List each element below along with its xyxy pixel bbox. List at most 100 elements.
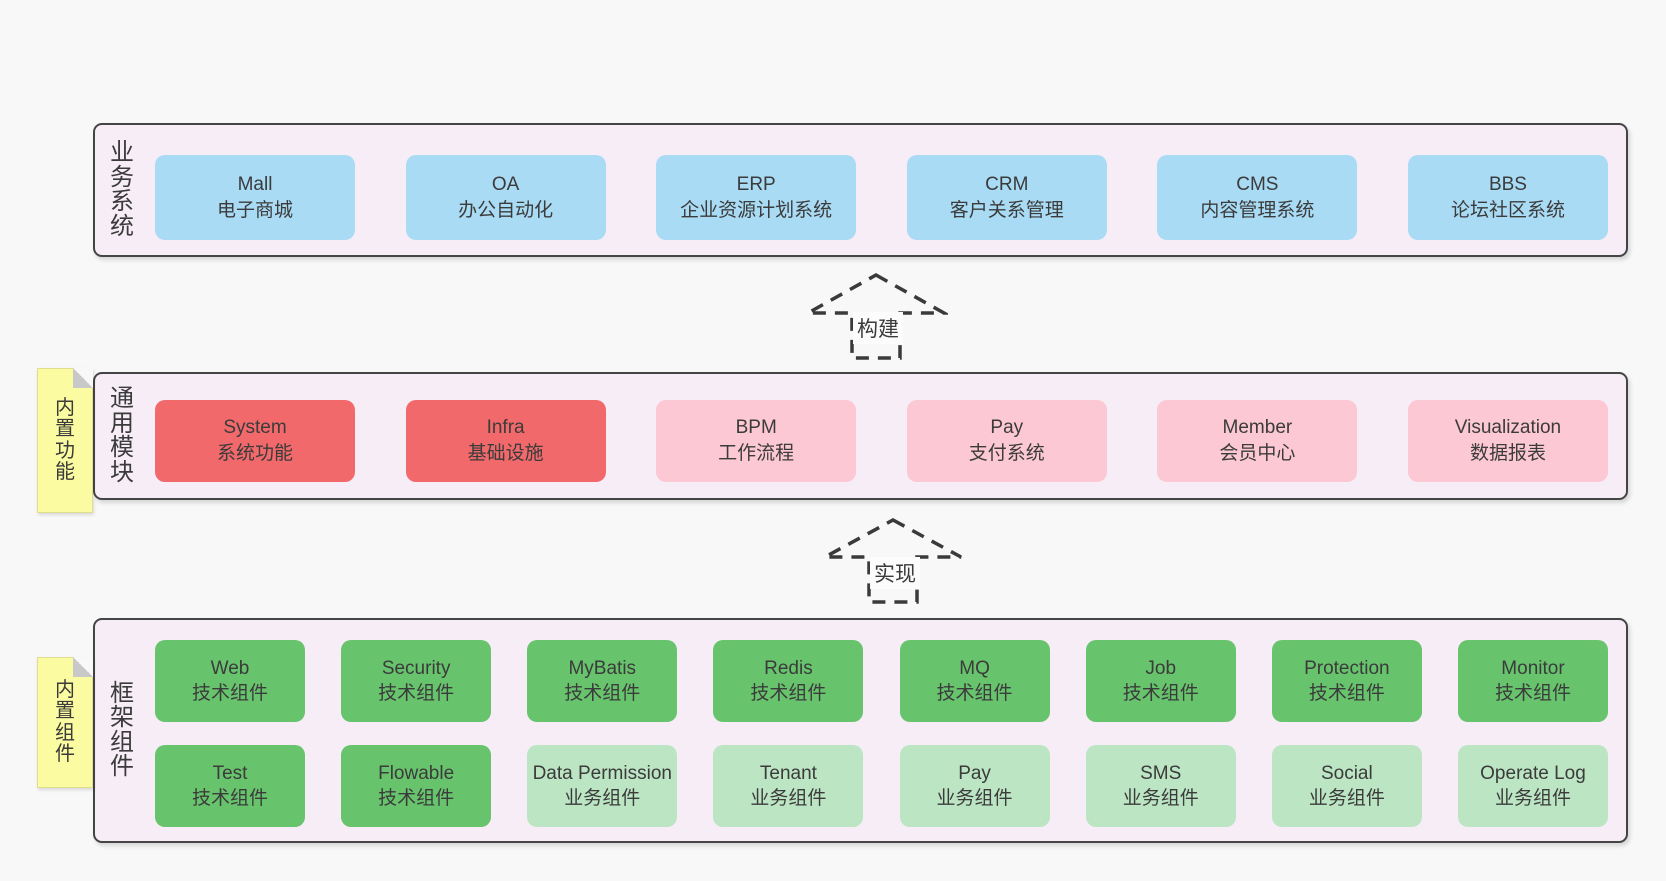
module-box: BPM 工作流程 — [656, 400, 857, 482]
implement-arrow-icon — [824, 518, 962, 604]
box-name: Operate Log — [1480, 763, 1586, 784]
box-name: Visualization — [1454, 417, 1562, 438]
component-box: SMS 业务组件 — [1085, 745, 1236, 827]
box-subtitle: 业务组件 — [750, 788, 827, 809]
band-framework-components: 框架组件 Web 技术组件 Security 技术组件 MyBatis 技术组件 — [93, 618, 1628, 843]
component-box: Tenant 业务组件 — [713, 745, 864, 827]
components-row-1: Web 技术组件 Security 技术组件 MyBatis 技术组件 Redi… — [155, 640, 1608, 722]
system-box: ERP 企业资源计划系统 — [656, 155, 857, 240]
box-subtitle: 会员中心 — [1219, 443, 1296, 464]
component-box: Data Permission 业务组件 — [527, 745, 678, 827]
band-common-modules: 通用模块 System 系统功能 Infra 基础设施 BPM 工作流程 — [93, 372, 1628, 500]
box-subtitle: 业务组件 — [936, 788, 1013, 809]
box-name: BPM — [735, 417, 777, 438]
box-subtitle: 业务组件 — [1122, 788, 1199, 809]
box-subtitle: 技术组件 — [1494, 683, 1571, 704]
system-box: Mall 电子商城 — [155, 155, 355, 240]
box-name: CMS — [1236, 173, 1279, 195]
box-subtitle: 技术组件 — [936, 683, 1013, 704]
module-box: Member 会员中心 — [1157, 400, 1358, 482]
sticky-note-text: 内置组件 — [55, 678, 75, 765]
component-box: Security 技术组件 — [341, 640, 492, 722]
system-box: BBS 论坛社区系统 — [1407, 155, 1608, 240]
component-box: Web 技术组件 — [155, 640, 305, 722]
box-subtitle: 技术组件 — [378, 788, 455, 809]
box-subtitle: 业务组件 — [1494, 788, 1571, 809]
band-business-systems: 业务系统 Mall 电子商城 OA 办公自动化 ERP 企业资源计划系统 — [93, 123, 1628, 257]
module-box: Visualization 数据报表 — [1407, 400, 1608, 482]
component-box: Protection 技术组件 — [1271, 640, 1422, 722]
box-subtitle: 技术组件 — [191, 788, 268, 809]
box-name: Job — [1145, 658, 1177, 679]
box-name: System — [223, 417, 287, 438]
box-subtitle: 数据报表 — [1469, 443, 1546, 464]
box-subtitle: 技术组件 — [1122, 683, 1199, 704]
box-subtitle: 企业资源计划系统 — [680, 199, 833, 221]
module-box: Infra 基础设施 — [405, 400, 606, 482]
box-name: Test — [212, 763, 248, 784]
box-name: Social — [1320, 763, 1373, 784]
component-box: Monitor 技术组件 — [1457, 640, 1608, 722]
common-modules-row: System 系统功能 Infra 基础设施 BPM 工作流程 Pay 支付系统 — [155, 400, 1608, 482]
sticky-note-built-in-components: 内置组件 — [37, 657, 93, 788]
box-name: BBS — [1488, 173, 1527, 195]
module-box: Pay 支付系统 — [906, 400, 1107, 482]
box-subtitle: 内容管理系统 — [1200, 199, 1315, 221]
box-name: Flowable — [378, 763, 455, 784]
box-subtitle: 技术组件 — [1308, 683, 1385, 704]
module-box: System 系统功能 — [155, 400, 355, 482]
component-box: Job 技术组件 — [1085, 640, 1236, 722]
box-name: Web — [210, 658, 250, 679]
band-label-text: 框架组件 — [110, 679, 134, 780]
band-components-label: 框架组件 — [105, 620, 139, 841]
band-label-text: 业务系统 — [110, 139, 134, 240]
sticky-note-text: 内置功能 — [55, 396, 75, 483]
box-name: Data Permission — [532, 763, 672, 784]
component-box: MyBatis 技术组件 — [527, 640, 678, 722]
folded-corner-icon — [73, 657, 93, 677]
component-box: Redis 技术组件 — [713, 640, 864, 722]
system-box: CMS 内容管理系统 — [1157, 155, 1358, 240]
box-subtitle: 业务组件 — [1308, 788, 1385, 809]
box-subtitle: 论坛社区系统 — [1450, 199, 1565, 221]
build-arrow-icon — [804, 272, 948, 360]
box-name: Infra — [486, 417, 525, 438]
component-box: Pay 业务组件 — [899, 745, 1050, 827]
box-name: MQ — [959, 658, 990, 679]
box-subtitle: 技术组件 — [750, 683, 827, 704]
implement-arrow-label: 实现 — [870, 557, 920, 589]
box-subtitle: 技术组件 — [564, 683, 641, 704]
box-subtitle: 技术组件 — [191, 683, 268, 704]
box-subtitle: 办公自动化 — [458, 199, 554, 221]
box-subtitle: 工作流程 — [718, 443, 795, 464]
component-box: Flowable 技术组件 — [341, 745, 492, 827]
box-name: MyBatis — [568, 658, 637, 679]
box-name: CRM — [985, 173, 1029, 195]
box-subtitle: 系统功能 — [216, 443, 293, 464]
component-box: Operate Log 业务组件 — [1457, 745, 1608, 827]
box-name: Member — [1222, 417, 1293, 438]
box-subtitle: 基础设施 — [467, 443, 544, 464]
folded-corner-icon — [73, 368, 93, 388]
component-box: Social 业务组件 — [1271, 745, 1422, 827]
box-name: SMS — [1140, 763, 1182, 784]
system-box: OA 办公自动化 — [405, 155, 606, 240]
box-name: Protection — [1304, 658, 1390, 679]
box-subtitle: 电子商城 — [216, 199, 293, 221]
band-modules-label: 通用模块 — [105, 374, 139, 498]
box-name: Mall — [237, 173, 273, 195]
box-name: Security — [381, 658, 451, 679]
box-subtitle: 支付系统 — [968, 443, 1045, 464]
box-name: Tenant — [759, 763, 817, 784]
box-name: Pay — [990, 417, 1024, 438]
band-label-text: 通用模块 — [110, 385, 134, 486]
business-systems-row: Mall 电子商城 OA 办公自动化 ERP 企业资源计划系统 CRM 客户关系… — [155, 155, 1608, 240]
box-name: Monitor — [1501, 658, 1565, 679]
band-business-label: 业务系统 — [105, 125, 139, 255]
box-name: ERP — [736, 173, 776, 195]
system-box: CRM 客户关系管理 — [906, 155, 1107, 240]
box-subtitle: 技术组件 — [378, 683, 455, 704]
component-box: Test 技术组件 — [155, 745, 305, 827]
build-arrow-label: 构建 — [853, 312, 903, 344]
